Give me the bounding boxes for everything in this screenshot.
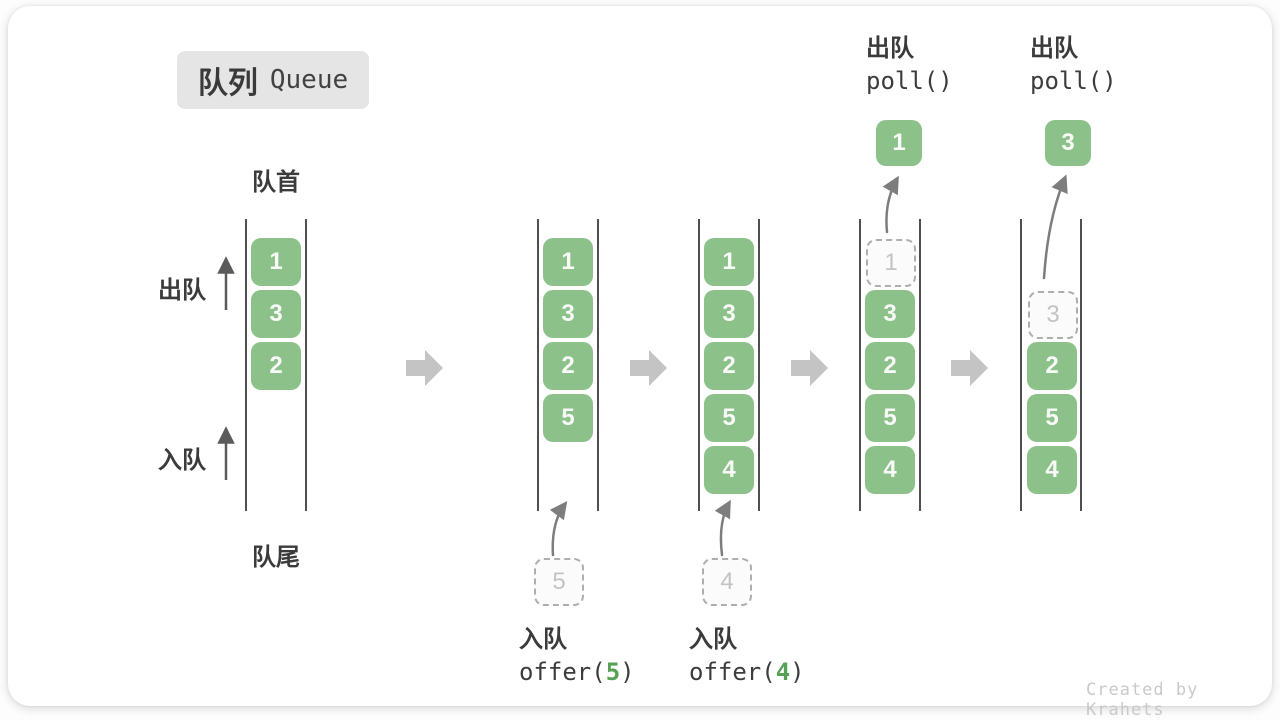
ghost-element-3: 3 (1028, 291, 1078, 339)
queue-element: 2 (704, 342, 754, 390)
title-badge: 队列 Queue (177, 51, 369, 109)
queue-element: 3 (543, 290, 593, 338)
op-label-offer-4: 入队 offer(4) (689, 623, 805, 689)
op-poll-3-code: poll() (1030, 67, 1117, 95)
queue-walls-state-5 (1020, 219, 1082, 511)
incoming-element-4: 4 (702, 558, 752, 606)
queue-element: 3 (251, 290, 301, 338)
queue-element: 4 (1027, 446, 1077, 494)
op-poll-3-cn: 出队 (1030, 35, 1078, 62)
queue-element: 5 (543, 394, 593, 442)
queue-element: 1 (543, 238, 593, 286)
queue-element: 1 (704, 238, 754, 286)
figure-card: 队列 Queue 队首 队尾 出队 入队 1 3 2 1 3 2 5 5 入队 … (8, 6, 1272, 720)
queue-element: 1 (251, 238, 301, 286)
op-label-poll-1: 出队 poll() (866, 32, 953, 98)
queue-element: 2 (251, 342, 301, 390)
title-cn: 队列 (197, 67, 258, 100)
op-offer-5-code: offer(5) (519, 658, 635, 686)
label-enqueue: 入队 (158, 447, 206, 474)
queue-element: 5 (704, 394, 754, 442)
step-arrow-1 (406, 350, 443, 386)
op-offer-5-cn: 入队 (519, 626, 567, 653)
op-offer-4-cn: 入队 (689, 626, 737, 653)
queue-walls-state-4 (859, 219, 921, 511)
step-arrow-2 (630, 350, 667, 386)
queue-element: 5 (1027, 394, 1077, 442)
queue-element: 3 (704, 290, 754, 338)
op-label-offer-5: 入队 offer(5) (519, 623, 635, 689)
queue-element: 2 (865, 342, 915, 390)
label-dequeue: 出队 (158, 277, 206, 304)
queue-element: 3 (865, 290, 915, 338)
queue-walls-state-3 (698, 219, 760, 511)
op-label-poll-3: 出队 poll() (1030, 32, 1117, 98)
op-poll-1-cn: 出队 (866, 35, 914, 62)
queue-walls-state-2 (537, 219, 599, 511)
label-queue-front: 队首 (252, 169, 300, 196)
queue-element: 5 (865, 394, 915, 442)
watermark-credit: Created by Krahets (1086, 680, 1199, 720)
queue-walls-state-1 (245, 219, 307, 511)
arrows-overlay (217, 174, 1068, 557)
queue-element: 4 (865, 446, 915, 494)
queue-element: 2 (543, 342, 593, 390)
polled-element-1: 1 (876, 120, 922, 166)
polled-element-3: 3 (1045, 120, 1091, 166)
step-arrow-4 (951, 350, 988, 386)
incoming-element-5: 5 (534, 558, 584, 606)
title-en: Queue (269, 65, 349, 95)
offer-5-arrow (549, 500, 568, 557)
op-poll-1-code: poll() (866, 67, 953, 95)
queue-element: 2 (1027, 342, 1077, 390)
ghost-element-1: 1 (866, 239, 916, 287)
label-queue-rear: 队尾 (252, 544, 300, 571)
queue-element: 4 (704, 446, 754, 494)
step-arrow-3 (791, 350, 828, 386)
op-offer-4-code: offer(4) (689, 658, 805, 686)
